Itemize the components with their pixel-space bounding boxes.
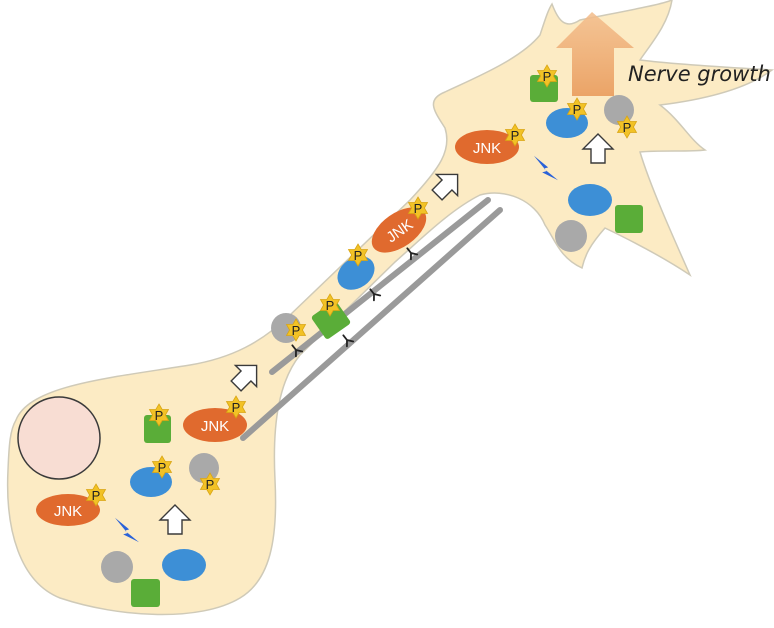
microtubule-upper	[269, 197, 491, 375]
svg-text:P: P	[155, 408, 164, 423]
nucleus	[17, 396, 101, 480]
blue-protein	[568, 184, 612, 216]
blue-cargo-phospho: P	[337, 243, 382, 302]
gray-protein-phospho: P	[189, 453, 220, 496]
svg-text:JNK: JNK	[473, 140, 501, 157]
jnk-phospho-cellbody: JNK P	[36, 483, 106, 526]
nerve-growth-label: Nerve growth	[628, 62, 771, 86]
svg-text:P: P	[511, 128, 520, 143]
svg-text:P: P	[623, 120, 632, 135]
gray-cargo-phospho: P	[271, 313, 306, 358]
svg-text:P: P	[292, 323, 301, 338]
blue-protein-phospho: P	[130, 455, 172, 497]
jnk-phospho-growthcone: JNK P	[455, 123, 525, 164]
jnk-cargo-phospho: JNK P	[371, 196, 428, 261]
svg-text:P: P	[158, 460, 167, 475]
svg-text:JNK: JNK	[201, 418, 229, 435]
svg-text:JNK: JNK	[54, 503, 82, 520]
svg-text:P: P	[354, 248, 363, 263]
green-protein-phospho: P	[530, 64, 558, 102]
gray-protein	[101, 551, 133, 583]
svg-text:P: P	[232, 400, 241, 415]
jnk-phospho-hillock: JNK P	[183, 395, 247, 442]
microtubule-lower	[240, 207, 503, 441]
gray-protein	[555, 220, 587, 252]
green-protein-phospho: P	[144, 403, 171, 443]
svg-text:P: P	[206, 477, 215, 492]
svg-text:P: P	[326, 298, 335, 313]
svg-text:P: P	[573, 102, 582, 117]
svg-text:P: P	[92, 488, 101, 503]
green-protein	[131, 579, 160, 607]
green-cargo-phospho: P	[311, 293, 355, 348]
blue-protein	[162, 549, 206, 581]
gray-protein-phospho: P	[604, 95, 637, 139]
green-protein	[615, 205, 643, 233]
growth-arrow-icon	[556, 12, 634, 96]
blue-protein-phospho: P	[546, 97, 588, 138]
svg-text:P: P	[543, 69, 552, 84]
svg-text:P: P	[414, 201, 423, 216]
